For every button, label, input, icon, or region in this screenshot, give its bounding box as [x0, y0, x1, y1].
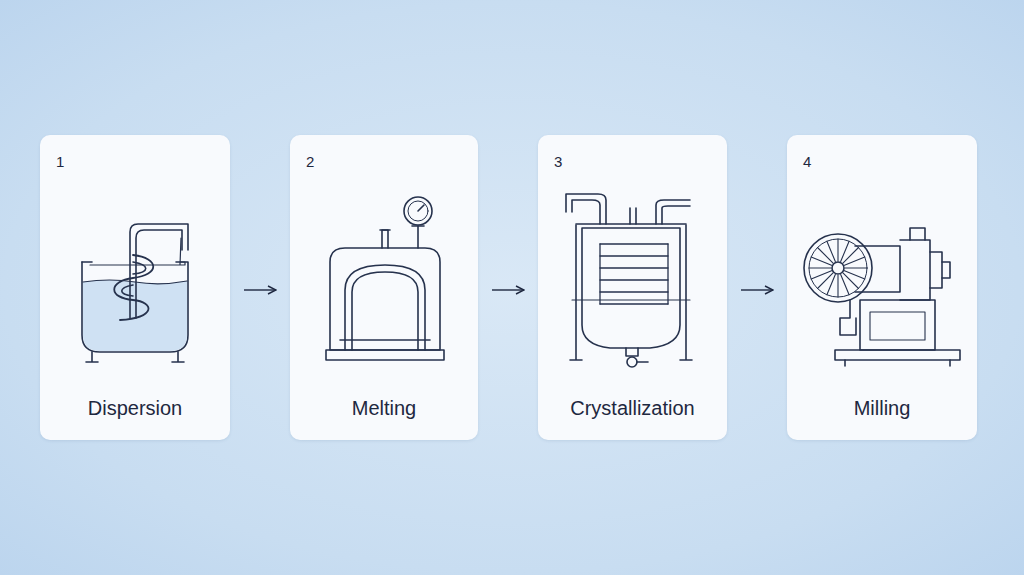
flow-arrow	[244, 289, 276, 290]
step-number: 4	[803, 153, 811, 171]
mixing-tank-icon	[82, 224, 188, 362]
furnace-icon	[326, 197, 444, 360]
crystallizer-icon	[566, 194, 692, 367]
step-number: 3	[554, 153, 562, 171]
step-label: Milling	[803, 396, 961, 420]
flow-arrow	[741, 289, 773, 290]
flow-arrow	[492, 289, 524, 290]
step-label: Dispersion	[56, 396, 214, 420]
step-label: Crystallization	[554, 396, 711, 420]
step-label: Melting	[306, 396, 462, 420]
process-card: 3Crystallization	[538, 135, 727, 440]
process-card: 4Milling	[787, 135, 977, 440]
process-card: 2Melting	[290, 135, 478, 440]
process-card: 1Dispersion	[40, 135, 230, 440]
step-number: 1	[56, 153, 64, 171]
mill-icon	[804, 228, 960, 366]
step-number: 2	[306, 153, 314, 171]
